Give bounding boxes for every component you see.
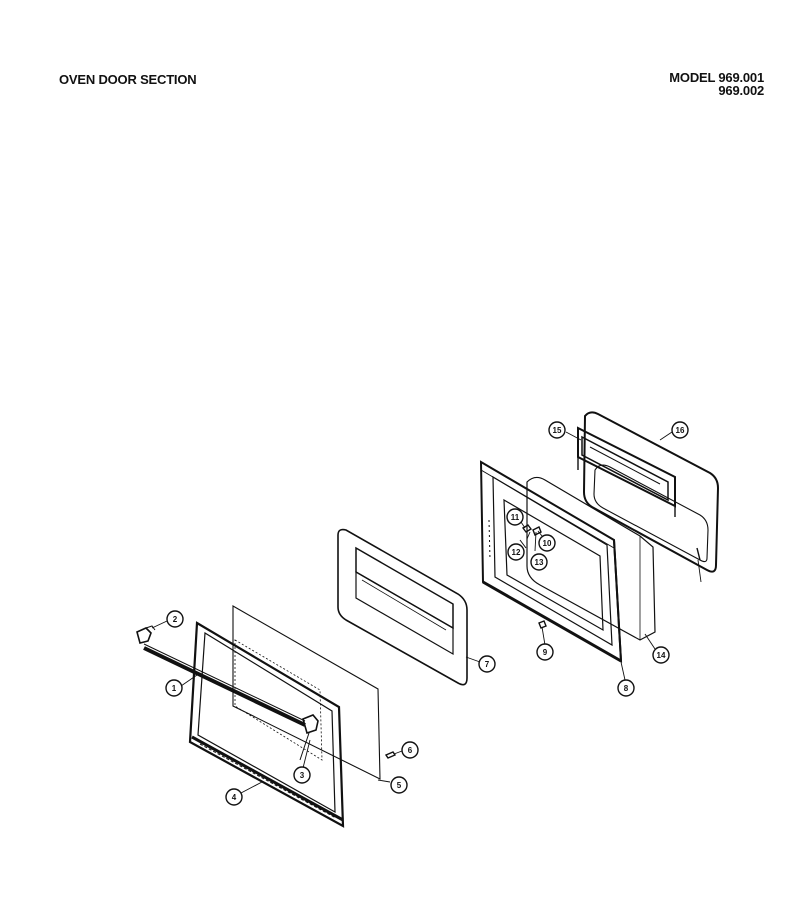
callout-6: 6 [401,741,419,759]
svg-text:13: 13 [535,558,544,567]
svg-text:3: 3 [300,771,305,780]
svg-text:1: 1 [172,684,177,693]
model-number-alternate: 969.002 [718,83,764,98]
part-vent-duct [577,426,676,517]
svg-text:2: 2 [173,615,178,624]
callout-10: 10 [538,534,556,552]
svg-text:9: 9 [543,648,548,657]
part-inner-door-panel [337,528,468,686]
callout-3: 3 [293,766,311,784]
svg-text:11: 11 [511,513,520,522]
svg-text:16: 16 [676,426,685,435]
part-insulation [526,476,656,641]
part-outer-door-frame [188,621,345,828]
callout-5: 5 [390,776,408,794]
part-inner-door-liner [479,460,623,663]
svg-text:7: 7 [485,660,490,669]
callout-13: 13 [530,553,548,571]
callout-4: 4 [225,788,243,806]
part-handle-end-cap-right [299,714,319,761]
part-door-glass [232,605,381,780]
callout-8: 8 [617,679,635,697]
part-latch-hardware [519,524,542,549]
svg-text:8: 8 [624,684,629,693]
part-handle-end-cap-left [136,625,156,644]
callout-2: 2 [166,610,184,628]
part-handle-bar [143,643,306,727]
callout-16: 16 [671,421,689,439]
svg-text:6: 6 [408,746,413,755]
svg-text:10: 10 [543,539,552,548]
callout-1: 1 [165,679,183,697]
model-numbers: MODEL 969.001 969.002 [669,71,764,97]
svg-text:5: 5 [397,781,402,790]
diagram-title: OVEN DOOR SECTION [59,72,197,87]
svg-text:12: 12 [512,548,521,557]
svg-text:4: 4 [232,793,237,802]
callout-11: 11 [506,508,524,526]
svg-text:14: 14 [657,651,666,660]
callout-12: 12 [507,543,525,561]
part-door-back-panel [582,411,720,573]
callout-9: 9 [536,643,554,661]
callout-15: 15 [548,421,566,439]
callout-14: 14 [652,646,670,664]
part-bottom-screw [538,620,547,629]
model-number-primary: MODEL 969.001 [669,70,764,85]
callout-7: 7 [478,655,496,673]
svg-text:15: 15 [553,426,562,435]
part-screw [384,751,397,759]
leader-lines [151,431,702,794]
